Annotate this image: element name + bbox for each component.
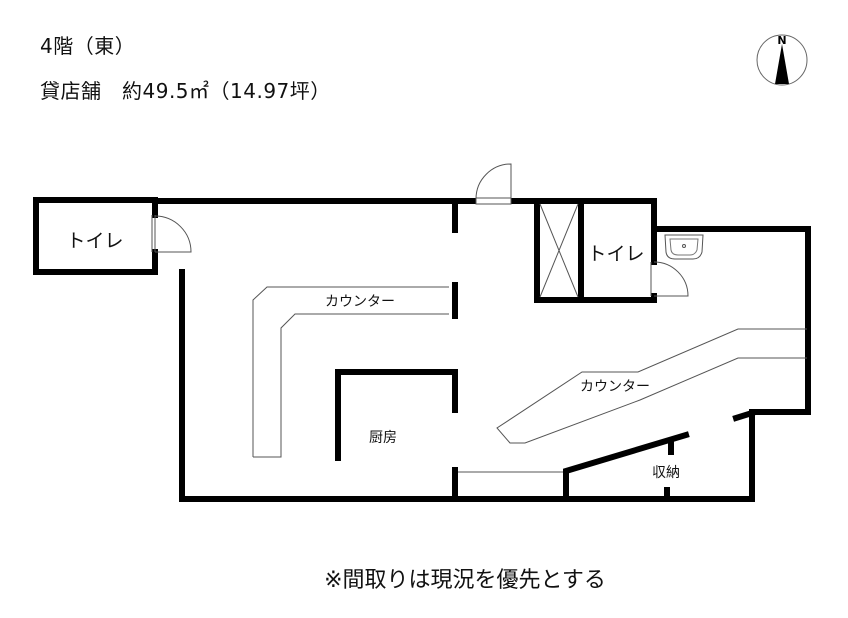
toilet-left-label: トイレ	[66, 230, 123, 252]
compass-icon: N	[756, 34, 808, 86]
toilet-right-label: トイレ	[587, 243, 644, 265]
storage-label: 収納	[652, 465, 680, 481]
floor-label: 4階（東）	[40, 34, 136, 58]
wall-stub	[732, 409, 756, 422]
toilet-right-room: トイレ	[578, 198, 689, 303]
sink-icon	[664, 234, 704, 260]
door-icon	[154, 215, 192, 253]
door-icon	[653, 261, 689, 297]
shaft-room	[534, 198, 584, 303]
toilet-left-room: トイレ	[33, 197, 192, 275]
property-info: 貸店舗 約49.5㎡（14.97坪）	[40, 79, 331, 103]
disclaimer-note: ※間取りは現況を優先とする	[324, 568, 606, 593]
counter-right: カウンター	[496, 328, 807, 444]
counter-left: カウンター	[252, 286, 449, 458]
compass-north-label: N	[777, 34, 786, 47]
counter-left-label: カウンター	[325, 294, 395, 310]
kitchen-label: 厨房	[369, 430, 397, 446]
entrance-door-icon	[475, 163, 512, 205]
counter-right-label: カウンター	[580, 379, 650, 395]
kitchen-walls	[335, 369, 458, 461]
storage-room: 収納	[563, 431, 690, 502]
